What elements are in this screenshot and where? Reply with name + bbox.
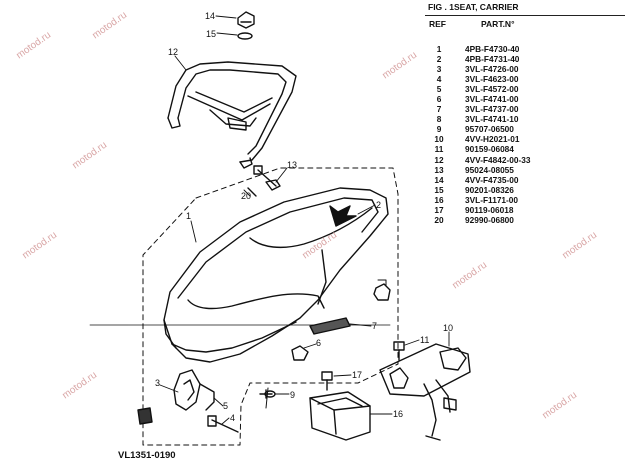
callout-9: 9: [290, 390, 295, 400]
screw: [259, 389, 273, 399]
lock-bolt: [393, 341, 405, 361]
title-rule: [425, 15, 625, 16]
washer: [237, 32, 253, 40]
callout-12: 12: [168, 47, 178, 57]
callout-13: 13: [287, 160, 297, 170]
seat-lock-assembly: [379, 343, 471, 441]
callout-14: 14: [205, 11, 215, 21]
clip: [137, 407, 153, 425]
callout-7: 7: [372, 321, 377, 331]
callout-6: 6: [316, 338, 321, 348]
callout-1: 1: [186, 211, 191, 221]
storage-tray: [309, 391, 371, 441]
leader-lines: [159, 15, 450, 425]
carrier-rack: [167, 61, 297, 169]
figure-title: FIG . 1SEAT, CARRIER: [428, 2, 519, 12]
assembly-dashed-outline: [142, 167, 399, 446]
seat: [163, 187, 389, 363]
seat-hook-bracket: [173, 369, 215, 411]
long-bolt: [207, 415, 239, 433]
callout-20: 20: [241, 191, 251, 201]
ref-column-header: REF: [429, 19, 446, 29]
tray-screw: [321, 371, 333, 391]
callout-10: 10: [443, 323, 453, 333]
callout-17: 17: [352, 370, 362, 380]
bolt-and-nut: [247, 165, 281, 197]
callout-4: 4: [230, 413, 235, 423]
callout-15: 15: [206, 29, 216, 39]
cap-nut: [237, 11, 255, 29]
callout-2: 2: [376, 200, 381, 210]
lock-plate: [309, 317, 351, 335]
lower-damper: [291, 345, 309, 361]
seat-damper: [373, 283, 391, 301]
callout-5: 5: [223, 401, 228, 411]
part-column-header: PART.N°: [481, 19, 515, 29]
callout-16: 16: [393, 409, 403, 419]
callout-3: 3: [155, 378, 160, 388]
callout-11: 11: [420, 335, 429, 345]
drawing-code: VL1351-0190: [118, 450, 176, 461]
